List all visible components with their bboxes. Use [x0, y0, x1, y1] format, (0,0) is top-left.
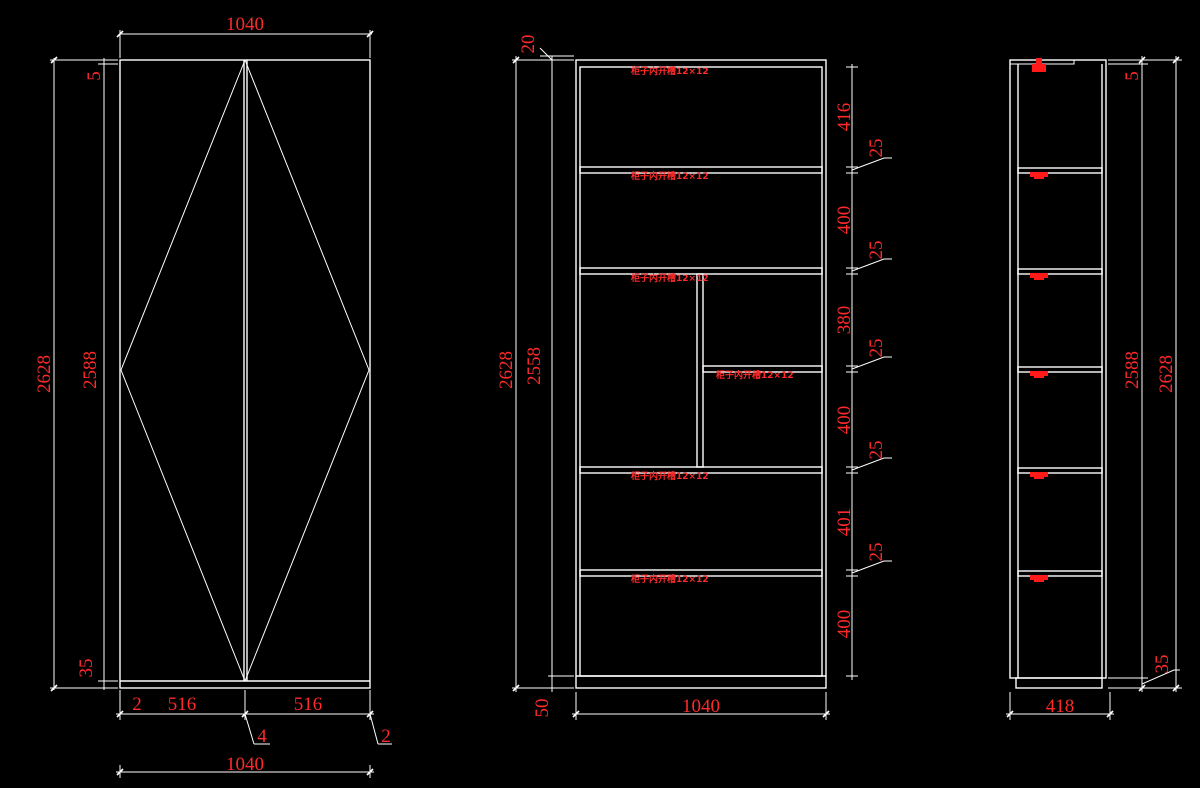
shelf-thickness-label: 25	[866, 543, 887, 562]
side-depth-label: 418	[1046, 696, 1075, 717]
shelf-thickness-label: 25	[866, 441, 887, 460]
dim-ticks	[846, 66, 858, 677]
side-base	[1015, 677, 1103, 689]
door-bottom-width-label: 1040	[226, 754, 264, 775]
left-diamond	[120, 59, 246, 682]
shelf-note: 柜子内开槽12×12	[630, 170, 709, 182]
groove-marker	[1034, 176, 1044, 179]
shelf	[579, 166, 823, 174]
dim-leader	[369, 713, 379, 745]
side-overall-height-label: 2628	[1156, 355, 1177, 393]
groove-marker	[1034, 476, 1044, 479]
right-diamond	[244, 59, 370, 682]
space-label: 400	[834, 406, 855, 435]
door-top-width-label: 1040	[226, 14, 264, 35]
dim-leader	[244, 713, 255, 745]
dim-leader	[1141, 669, 1180, 685]
front-width-label: 1040	[682, 696, 720, 717]
space-label: 400	[834, 206, 855, 235]
front-inner-height-label: 2558	[524, 347, 545, 385]
groove-marker	[1030, 371, 1048, 376]
shelf-note: 柜子内开槽12×12	[715, 369, 794, 381]
shelf-note: 柜子内开槽12×12	[630, 65, 709, 77]
side-shelf	[1017, 268, 1103, 275]
side-shelf	[1017, 570, 1103, 577]
shelf-thickness-label: 25	[866, 139, 887, 158]
groove-marker	[1036, 58, 1042, 64]
side-outline	[1009, 59, 1107, 679]
front-elevation: 柜子内开槽12×12 柜子内开槽12×12 柜子内开槽12×12 柜子内开槽12…	[496, 35, 892, 720]
groove-marker	[1030, 172, 1048, 177]
space-label: 401	[834, 508, 855, 537]
space-label: 416	[834, 103, 855, 132]
side-shelf	[1017, 467, 1103, 474]
vertical-divider	[696, 273, 704, 468]
dim-leader	[539, 47, 553, 61]
side-shelves	[1017, 167, 1103, 577]
door-overall-height-label: 2628	[34, 355, 55, 393]
cabinet-outline	[575, 59, 827, 689]
groove-marker	[1030, 472, 1048, 477]
side-top-step	[1010, 60, 1075, 65]
door-elevation: 1040 2628 2588 5 35 2 516 516 4 2 1040	[34, 14, 392, 778]
door-left-panel-label: 516	[168, 694, 197, 715]
space-label: 400	[834, 610, 855, 639]
front-bottom-base-label: 50	[532, 699, 553, 718]
shelf-note: 柜子内开槽12×12	[630, 470, 709, 482]
door-right-panel-label: 516	[294, 694, 323, 715]
dim-arrows	[50, 30, 1180, 776]
shelf-thickness-label: 25	[866, 241, 887, 260]
shelf	[579, 569, 823, 577]
door-top-gap-label: 5	[84, 71, 105, 81]
shelf-note: 柜子内开槽12×12	[630, 573, 709, 585]
front-overall-height-label: 2628	[496, 351, 517, 389]
side-shelf	[1017, 167, 1103, 174]
groove-markers	[1030, 58, 1048, 582]
dim-leaders	[851, 157, 892, 574]
groove-marker	[1034, 277, 1044, 280]
side-bottom-base-label: 35	[1152, 655, 1173, 674]
groove-marker	[1034, 579, 1044, 582]
shelves	[579, 166, 823, 577]
door-outline	[119, 59, 371, 689]
door-bottom-base-label: 35	[76, 659, 97, 678]
side-shelf	[1017, 366, 1103, 373]
side-elevation: 5 2588 2628 35 418	[1006, 56, 1182, 720]
door-center-gap-label: 4	[257, 726, 267, 747]
side-height-label: 2588	[1122, 351, 1143, 389]
shelf-thickness-label: 25	[866, 339, 887, 358]
groove-marker	[1034, 375, 1044, 378]
front-top-gap-label: 20	[518, 35, 539, 54]
groove-marker	[1030, 273, 1048, 278]
space-label: 380	[834, 306, 855, 335]
side-top-gap-label: 5	[1122, 71, 1143, 81]
groove-marker	[1030, 575, 1048, 580]
door-right-gap-label: 2	[381, 726, 391, 747]
groove-marker	[1032, 64, 1046, 72]
door-left-gap-label: 2	[132, 694, 142, 715]
shelf-note: 柜子内开槽12×12	[630, 272, 709, 284]
door-height-label: 2588	[80, 351, 101, 389]
